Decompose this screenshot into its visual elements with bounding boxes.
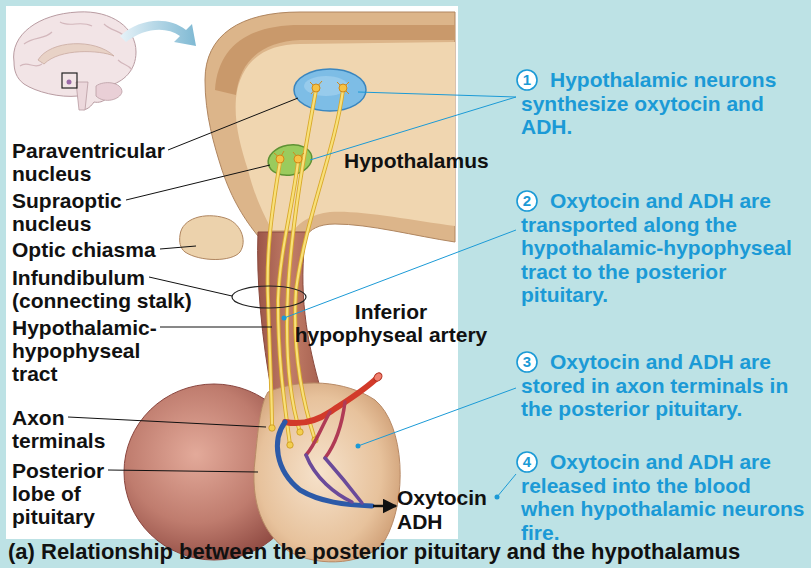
neuron-body	[276, 155, 284, 163]
axon-terminal	[297, 429, 303, 435]
step-circle-outline	[517, 452, 537, 472]
structure-label: Infundibulum (connecting stalk)	[12, 266, 212, 312]
leader-dot	[356, 444, 361, 449]
corpus-callosum	[38, 44, 114, 64]
neuron-body	[339, 84, 347, 92]
vein	[277, 422, 372, 506]
axon	[278, 162, 298, 445]
step-leader	[358, 92, 516, 97]
paraventricular-nucleus	[294, 69, 366, 111]
posterior-lobe	[254, 383, 400, 562]
axon-terminal	[287, 442, 293, 448]
step-circle-outline	[517, 70, 537, 90]
neuron-body	[294, 155, 302, 163]
callout-number: 1	[516, 69, 538, 91]
step-leader	[358, 388, 516, 446]
vessel-label: Inferior hypophyseal artery	[293, 300, 489, 346]
axon-outline	[295, 90, 343, 440]
hormone-label: Oxytocin	[397, 486, 507, 509]
brain-outline	[14, 12, 136, 110]
structure-label: Hypothalamic-hypophyseal tract	[12, 316, 167, 385]
callout-number: 4	[516, 451, 538, 473]
release-arrow	[373, 505, 396, 508]
neuron-body	[312, 84, 320, 92]
stalk-ring	[232, 286, 306, 308]
step-circle-outline	[517, 352, 537, 372]
zoom-box	[62, 73, 77, 88]
leader-line	[126, 165, 270, 200]
dendrites	[274, 81, 349, 158]
optic-chiasma	[180, 216, 244, 260]
zoom-arrow	[120, 21, 196, 46]
step-text: Hypothalamic neurons synthesize oxytocin…	[521, 68, 806, 139]
step-text: Oxytocin and ADH are transported along t…	[521, 189, 806, 307]
step-text: Oxytocin and ADH are released into the b…	[521, 450, 806, 544]
leader-dot	[282, 316, 287, 321]
step-circle-outline	[517, 191, 537, 211]
capillary	[325, 402, 345, 458]
brain-gyri	[20, 22, 132, 70]
step-leaders	[284, 92, 516, 497]
step-leader	[497, 474, 516, 497]
hypothalamus-wall	[236, 42, 455, 230]
axon-tract	[268, 90, 343, 445]
structure-label: Paraventricular nucleus	[12, 139, 187, 185]
artery-end	[372, 371, 383, 382]
structure-label: Optic chiasma	[12, 238, 202, 261]
axon	[295, 90, 343, 440]
brainstem	[76, 82, 88, 110]
hormone-label: ADH	[397, 510, 457, 533]
neuron-bodies	[274, 81, 349, 163]
callout-number: 2	[516, 190, 538, 212]
leader-line	[160, 327, 272, 328]
leader-line	[108, 470, 258, 472]
pituitary-dot	[67, 80, 72, 85]
structure-label: Posterior lobe of pituitary	[12, 459, 132, 528]
step-text: Oxytocin and ADH are stored in axon term…	[521, 350, 806, 421]
artery	[285, 377, 378, 423]
capillary	[306, 412, 330, 455]
leader-line	[68, 417, 266, 427]
figure-caption: (a) Relationship between the posterior p…	[8, 540, 808, 564]
capillary	[325, 458, 362, 503]
cerebellum	[96, 83, 122, 101]
callout-number: 3	[516, 351, 538, 373]
structure-label: Supraoptic nucleus	[12, 189, 147, 235]
leader-line	[168, 98, 298, 150]
leader-line	[160, 246, 196, 249]
structure-label: Axon terminals	[12, 406, 127, 452]
axon-terminal	[269, 425, 275, 431]
blood-vessels	[277, 377, 378, 506]
leader-dot	[495, 495, 500, 500]
region-label: Hypothalamus	[344, 149, 514, 172]
